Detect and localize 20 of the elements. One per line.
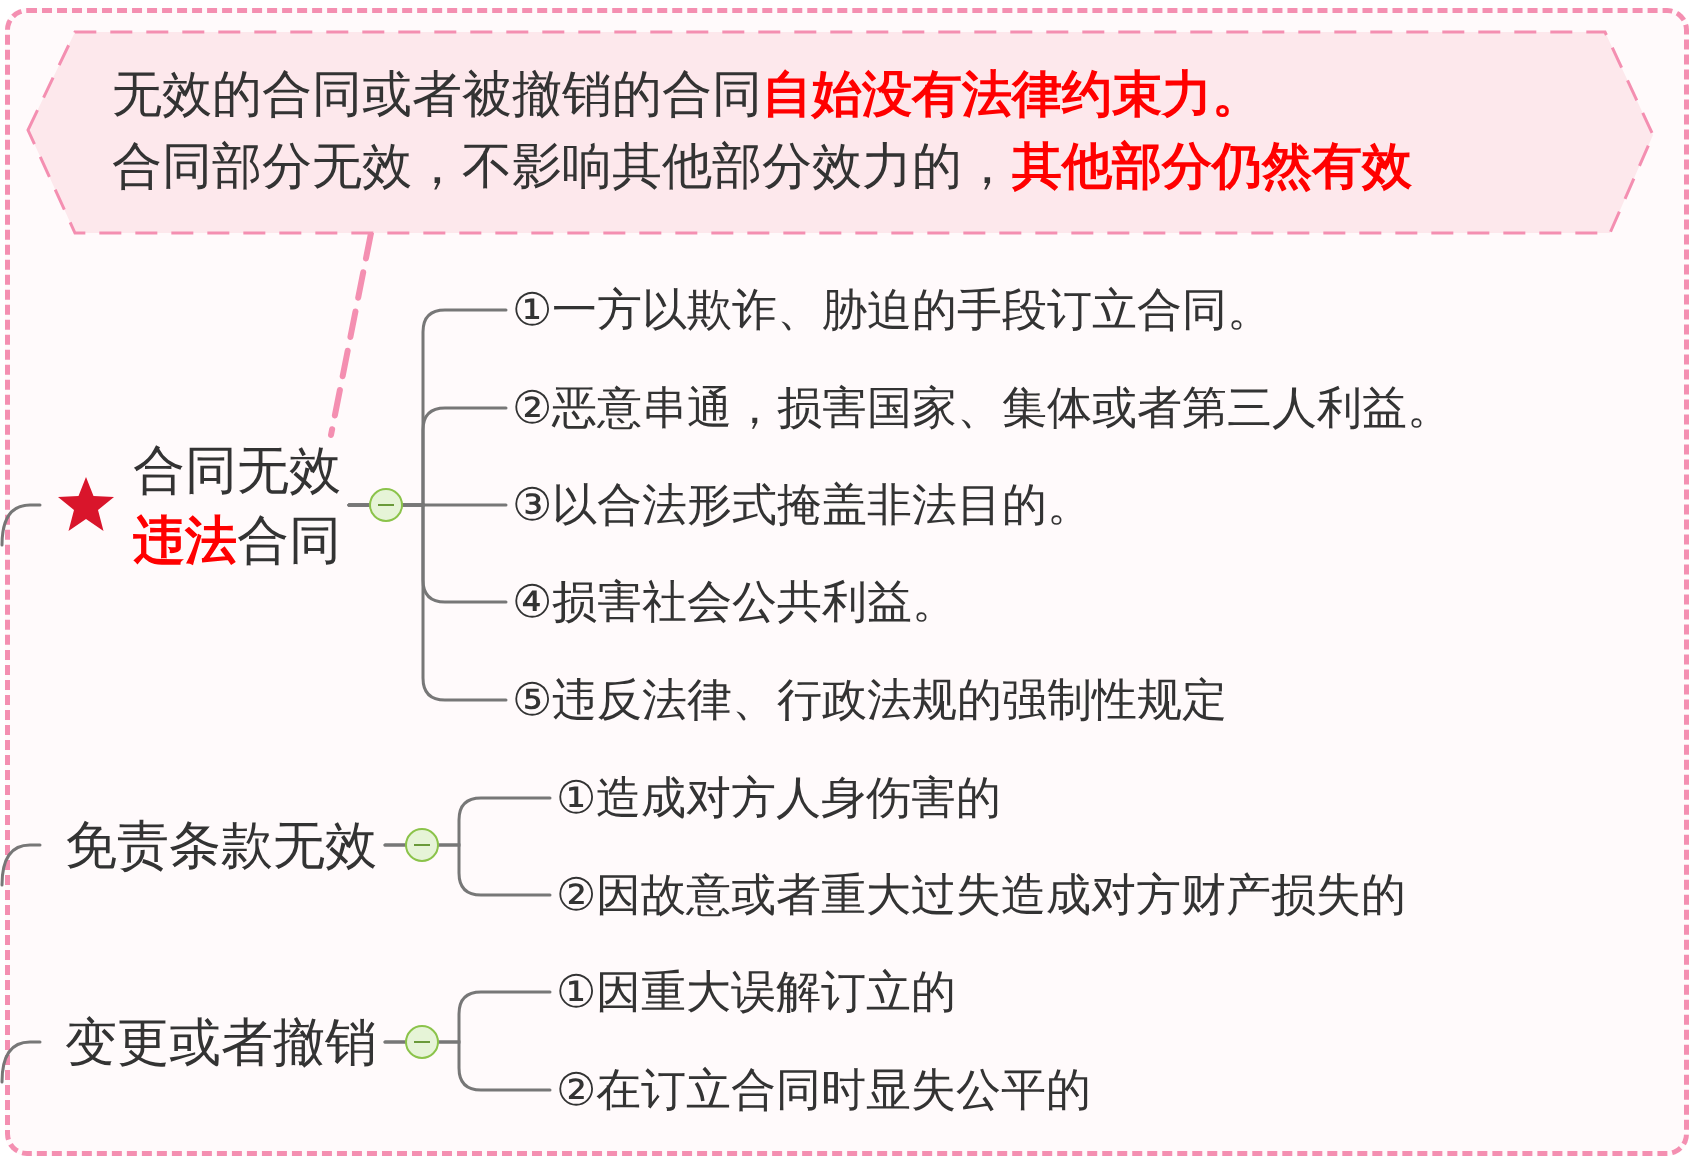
connector-line: [0, 843, 42, 887]
branch-item: ①因重大误解订立的: [556, 962, 957, 1022]
callout-text: 合同部分无效，不影响其他部分效力的，其他部分仍然有效: [112, 136, 1413, 197]
branch-item: ③以合法形式掩盖非法目的。: [512, 475, 1093, 535]
topic-text: 变更或者撤销: [65, 1011, 377, 1074]
connector-line: [347, 503, 508, 702]
branch-item: ②在订立合同时显失公平的: [556, 1060, 1092, 1120]
callout-text: 无效的合同或者被撤销的合同自始没有法律约束力。: [112, 64, 1263, 125]
branch-item: ①一方以欺诈、胁迫的手段订立合同。: [512, 280, 1273, 340]
topic-text: 违法合同: [133, 509, 341, 572]
connector-line: [0, 503, 42, 547]
branch-item: ②恶意串通，损害国家、集体或者第三人利益。: [512, 378, 1453, 438]
branch-item: ①造成对方人身伤害的: [556, 768, 1002, 828]
branch-item: ②因故意或者重大过失造成对方财产损失的: [556, 865, 1407, 925]
branch-item: ④损害社会公共利益。: [512, 572, 958, 632]
branch-item: ⑤违反法律、行政法规的强制性规定: [512, 670, 1228, 730]
topic-text: 合同无效: [133, 439, 341, 502]
connector-line: [0, 1040, 42, 1084]
topic-text: 免责条款无效: [65, 814, 377, 877]
callout-shape: [28, 30, 1655, 235]
